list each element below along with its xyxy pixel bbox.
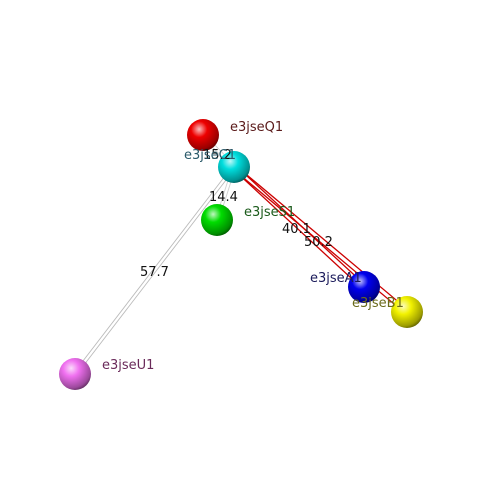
atom-u1[interactable]	[59, 358, 91, 390]
atom-c1[interactable]	[218, 151, 250, 183]
atom-label-u1: e3jseU1	[102, 358, 154, 373]
atom-q1[interactable]	[187, 119, 219, 151]
atom-label-b1: e3jseB1	[352, 296, 404, 311]
atom-s1[interactable]	[201, 204, 233, 236]
atom-label-q1: e3jseQ1	[230, 120, 283, 135]
distance-label-c1-q1: 15.2	[203, 148, 232, 163]
atom-label-s1: e3jseS1	[244, 205, 295, 220]
distance-label-c1-s1: 14.4	[209, 190, 238, 205]
distance-line-c1-a1-2	[232, 168, 363, 290]
atom-b1[interactable]	[391, 296, 423, 328]
distance-lines	[73, 133, 409, 376]
distance-line-c1-u1-2	[73, 165, 234, 374]
distance-label-c1-b1: 50.2	[304, 235, 333, 250]
distance-label-c1-u1: 57.7	[140, 265, 169, 280]
atom-a1[interactable]	[348, 271, 380, 303]
distance-line-c1-a1-1	[235, 164, 366, 286]
labels: 57.7 50.240.1 14.4 15.2 e3jseU1 e3jseB1 e3jseA…	[102, 120, 404, 373]
atoms	[59, 119, 423, 390]
distance-line-c1-u1-1	[75, 167, 236, 376]
atom-label-c1: e3jseC1	[184, 148, 236, 163]
distance-label-c1-a1: 40.1	[282, 222, 311, 237]
atom-label-a1: e3jseA1	[310, 271, 362, 286]
